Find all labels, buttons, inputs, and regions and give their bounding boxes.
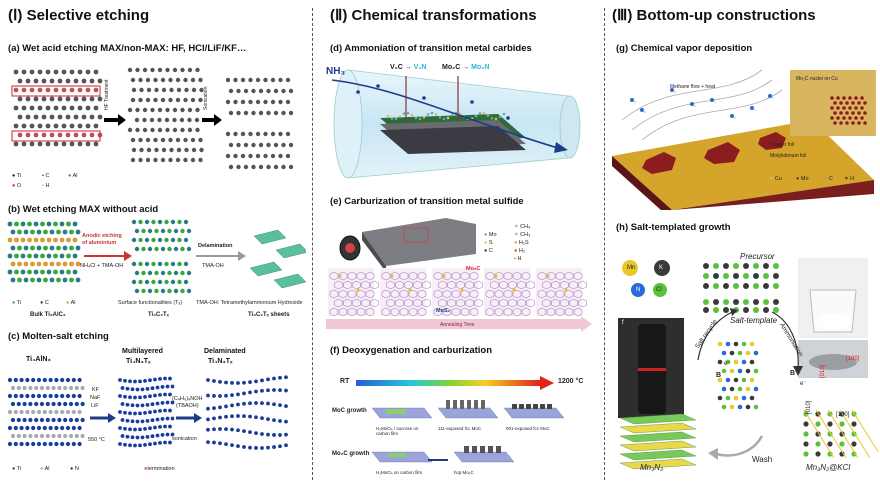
ti3c2tx-caption: Ti₃C₂Tₓ (148, 312, 169, 318)
exfoliated-sheets (225, 77, 294, 170)
panel-e-diagram (326, 218, 592, 332)
panel-f-title: (f) Deoxygenation and carburization (330, 345, 493, 356)
mn3n2-caption: Mn₃N₂ (640, 463, 664, 472)
step-001-moc: 001-exposed fcc MoC (506, 426, 550, 431)
panel-d-diagram (331, 69, 581, 179)
b-field-right: B (790, 370, 796, 377)
element-cl: Cl (656, 287, 662, 293)
salt-lif: LiF (91, 403, 99, 409)
panel-h-diagram (618, 258, 878, 470)
delaminated-label: Delaminated (204, 348, 246, 355)
dir-100: [100] (836, 412, 850, 418)
mn3n2-kcl-caption: Mn₃N₂@KCl (806, 463, 851, 472)
element-k: K (659, 265, 664, 271)
dir-100-red: [100] (846, 356, 860, 362)
section-title-chemical-transformations: (Ⅱ) Chemical transformations (330, 7, 537, 24)
section-title-bottom-up: (Ⅲ) Bottom-up constructions (612, 7, 816, 24)
step-sonication-label: Sonication (203, 86, 209, 110)
anodic-label-2: of aluminium (82, 240, 117, 246)
surface-note: Surface functionalities (Tₓ) (118, 300, 183, 306)
ti4aln3-label: Ti₄AlN₃ (26, 356, 51, 363)
electron-left: e⁻ (724, 361, 731, 367)
photo-label-f: f (622, 320, 624, 326)
mos2-label: MoS₂ (436, 308, 451, 314)
inset-label: Mo₂C nuclei on Cu (796, 76, 838, 82)
temp-550: 550 °C (88, 437, 105, 443)
step-hf-label: HF Treatment (104, 79, 110, 110)
precursor-label: Precursor (740, 252, 775, 261)
temperature-gradient-arrow (356, 376, 554, 390)
multilayered-formula: Ti₄N₃Tₓ (126, 358, 151, 365)
delamination-label: Delamination (198, 243, 233, 249)
step-h2moo4-sucrose: H₂MoO₄ / sucrose on carbon film (376, 426, 419, 436)
tmaoh-note: TMA-OH: Tetramethylammonium Hydroxide (196, 300, 303, 306)
multilayered-label: Multilayered (122, 348, 163, 355)
panel-g-title: (g) Chemical vapor deposition (616, 43, 753, 54)
panel-c-title: (c) Molten-salt etching (8, 331, 109, 342)
molybdenum-foil-label: Molybdenum foil (770, 153, 807, 159)
divider-2 (604, 8, 605, 480)
al-layer-highlight (11, 130, 101, 142)
1200c-label: 1200 °C (558, 378, 584, 385)
panel-a-title: (a) Wet acid etching MAX/non-MAX: HF, HC… (8, 43, 247, 54)
mo2c-reaction: Mo₂C → Mo₂N (442, 64, 490, 71)
rt-label: RT (340, 378, 350, 385)
moc-growth-label: MoC growth (332, 408, 367, 414)
delaminated-formula: Ti₄N₃Tₓ (208, 358, 233, 365)
element-mn: Mn (627, 265, 636, 271)
sheets-caption: Ti₃C₂Tₓ sheets (248, 312, 290, 318)
section-title-selective-etching: (Ⅰ) Selective etching (8, 7, 150, 24)
mo2c-label: Mo₂C (466, 266, 481, 272)
electron-right: e⁻ (800, 381, 807, 387)
panel-e-title: (e) Carburization of transition metal su… (330, 196, 524, 207)
panel-b-title: (b) Wet etching MAX without acid (8, 204, 159, 215)
methane-flow-label: Methane flow + heat (670, 84, 716, 90)
tbaoh-label: (TBAOH) (176, 403, 199, 409)
panel-b-diagram (7, 219, 306, 294)
tbaoh-formula: (C₄H₉)₄NOH (172, 396, 203, 402)
bulk-caption: Bulk Ti₃AlC₂ (30, 312, 66, 318)
divider-1 (312, 8, 313, 480)
mo2c-growth-label: Mo₂C growth (332, 451, 370, 457)
tmaoh-label: TMA-OH (202, 263, 224, 269)
panel-d-title: (d) Ammoniation of transition metal carb… (330, 43, 532, 54)
annealing-time-label: Annealing Time (440, 322, 475, 328)
panel-f-diagram (372, 400, 565, 463)
copper-foil-label: Copper foil (770, 142, 795, 148)
salt-kf: KF (92, 387, 100, 393)
step-111-moc: 111-exposed fcc MoC (438, 426, 482, 431)
dir-010: [010] (806, 400, 812, 414)
panel-c-diagram (7, 375, 288, 450)
reagent-label: NH₄Cl + TMA-OH (80, 263, 124, 269)
v2c-reaction: V₂C → V₂N (390, 64, 427, 71)
element-n: N (636, 287, 641, 293)
panel-h-title: (h) Salt-templated growth (616, 222, 731, 233)
panel-a-diagram (11, 67, 294, 170)
salt-template-label: Salt-template (730, 316, 778, 325)
step-h2moo4-carbon: H₂MoO₄ on carbon film (376, 470, 423, 475)
max-lattice (13, 69, 103, 147)
b-field-left: B (716, 372, 722, 379)
salt-naf: NaF (90, 395, 101, 401)
al-layer-highlight (11, 85, 101, 97)
panel-g-diagram (612, 69, 876, 210)
sonication-label: sonication (172, 436, 197, 442)
nh3-label: NH₃ (326, 66, 346, 77)
anodic-label: Anodic etching (82, 233, 122, 239)
dir-010-red: [010] (820, 364, 826, 378)
wash-label: Wash (752, 455, 773, 464)
etched-lattice (127, 67, 207, 163)
step-hcp-mo2c: hcp Mo₂C (454, 470, 474, 475)
